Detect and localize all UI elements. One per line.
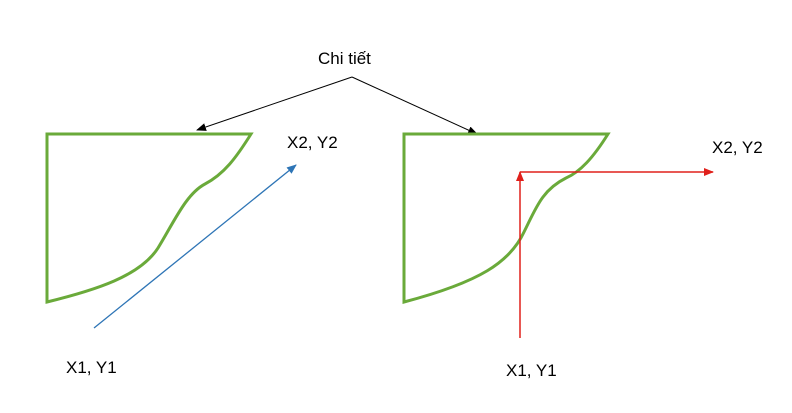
- part-outline-right: [402, 132, 611, 304]
- part-outline-left: [45, 132, 254, 304]
- right-end-label: X2, Y2: [712, 138, 763, 157]
- title-label: Chi tiết: [318, 49, 371, 68]
- diagonal-arrow: [93, 164, 297, 329]
- pointer-arrow-left: [196, 76, 353, 131]
- left-start-label: X1, Y1: [66, 358, 117, 377]
- right-start-label: X1, Y1: [506, 361, 557, 380]
- left-end-label: X2, Y2: [287, 133, 338, 152]
- pointer-arrow-right: [351, 76, 478, 135]
